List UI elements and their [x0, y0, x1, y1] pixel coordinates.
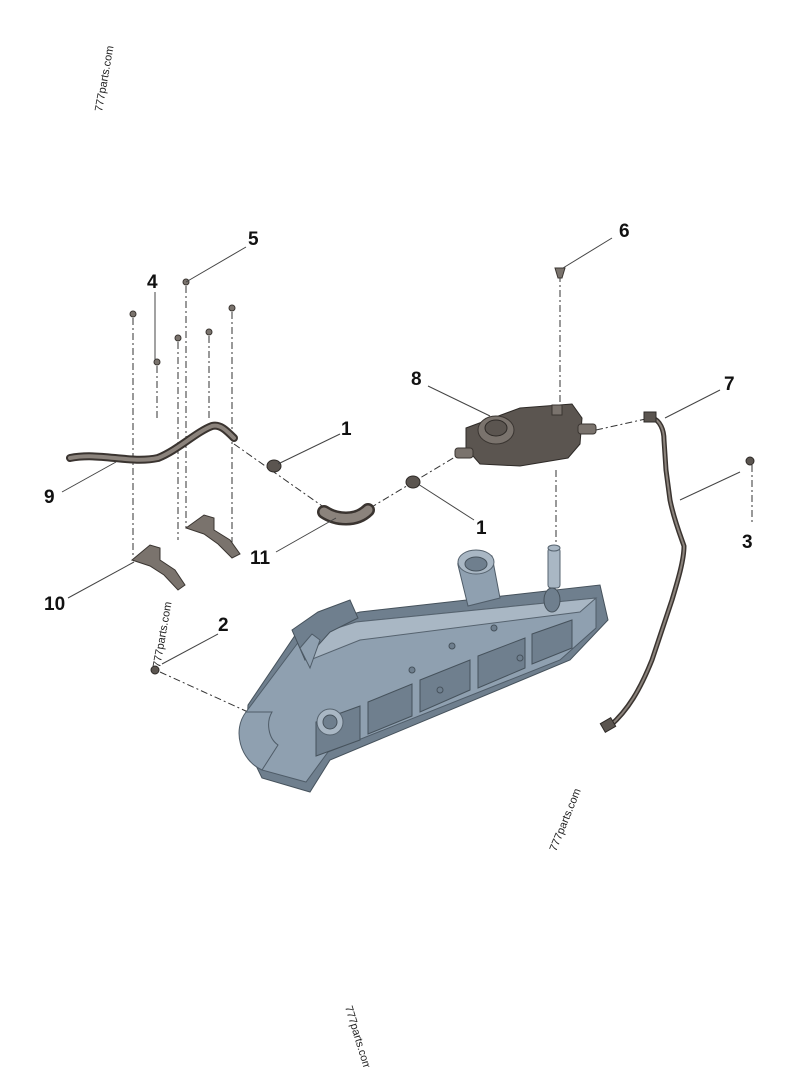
part-9-breather-pipe [66, 421, 238, 464]
part-8-oil-separator [454, 403, 597, 467]
callout-4: 4 [147, 272, 158, 293]
callout-3: 3 [742, 532, 753, 553]
callout-7: 7 [724, 374, 735, 395]
part-10-brackets [130, 514, 241, 591]
leader-lines [61, 237, 741, 665]
watermark-bottom: 777parts.com [342, 1004, 373, 1067]
watermark-near-part-2: 777parts.com [151, 601, 174, 669]
assembly-lines [132, 275, 753, 713]
callout-10: 10 [44, 594, 65, 615]
bolt-icon [174, 334, 182, 342]
valve-cover [238, 544, 609, 793]
fasteners [129, 267, 755, 675]
watermark-center-right: 777parts.com [548, 787, 584, 853]
part-7-thin-tube [599, 411, 687, 734]
part-1-clamps [266, 459, 421, 489]
bolt-icon [153, 358, 161, 366]
bolt-icon [228, 304, 236, 312]
screw-icon [554, 267, 566, 279]
callout-1-lower: 1 [476, 518, 487, 539]
callout-1-upper: 1 [341, 419, 352, 440]
watermark-top-left: 777parts.com [93, 45, 116, 113]
bolt-icon [129, 310, 137, 318]
part-11-elbow-hose [317, 503, 375, 526]
callout-11: 11 [250, 548, 271, 569]
callout-8: 8 [411, 369, 422, 390]
bolt-icon [205, 328, 213, 336]
callout-2: 2 [218, 615, 229, 636]
callout-9: 9 [44, 487, 55, 508]
callout-6: 6 [619, 221, 630, 242]
nut-icon [150, 665, 160, 675]
nut-icon [745, 456, 755, 466]
callout-5: 5 [248, 229, 259, 250]
